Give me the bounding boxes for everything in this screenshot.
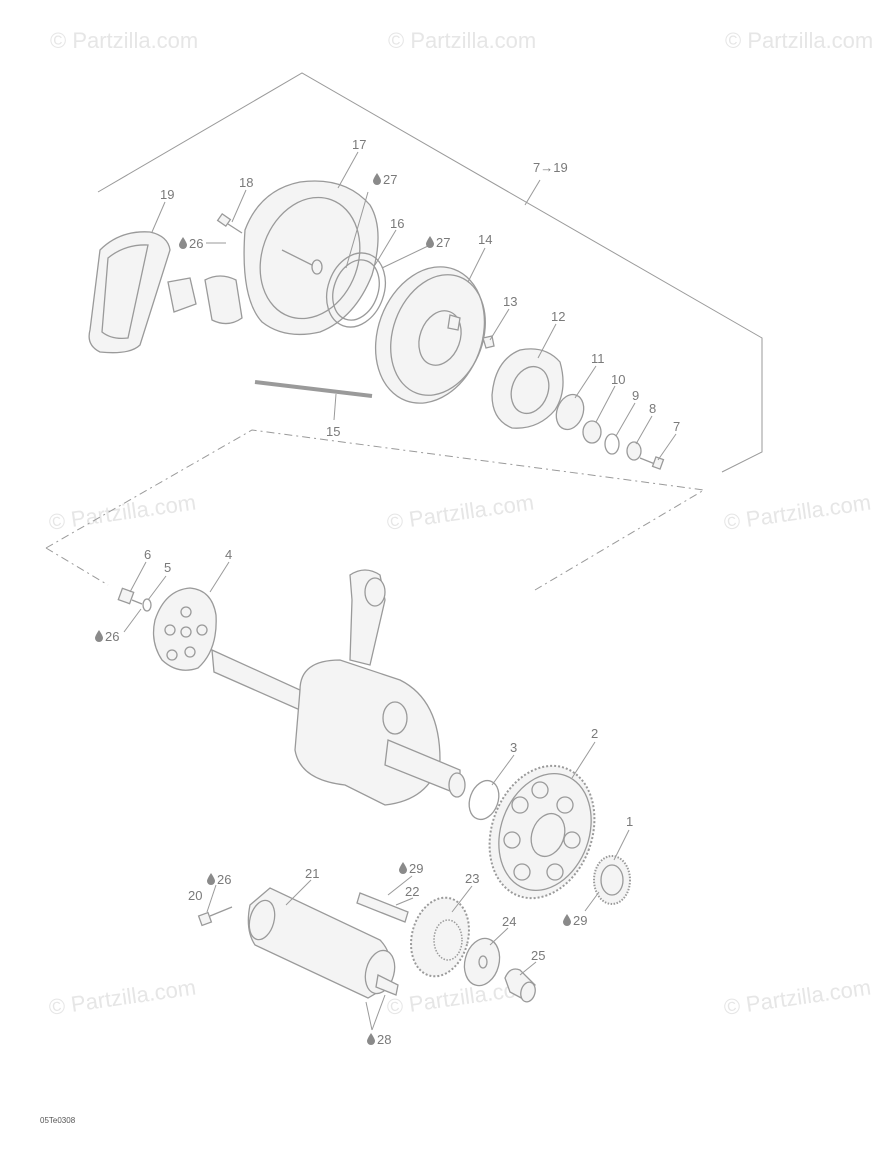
- svg-text:27: 27: [383, 172, 397, 187]
- section-divider: [45, 547, 109, 586]
- part-24-washer: [463, 937, 501, 987]
- callout-15: 15: [326, 424, 340, 439]
- part-21-starter-motor: [247, 887, 399, 999]
- callout-24: 24: [502, 914, 516, 929]
- part-11-plate: [555, 393, 585, 431]
- part-25-bushing: [504, 968, 536, 1003]
- watermark: © Partzilla.com: [47, 490, 197, 535]
- part-22-shaft: [356, 892, 409, 923]
- watermark: © Partzilla.com: [385, 490, 535, 535]
- watermark: © Partzilla.com: [722, 975, 872, 1020]
- lube-mark-27: 27: [426, 235, 450, 250]
- svg-text:26: 26: [189, 236, 203, 251]
- part-1-bearing: [593, 855, 631, 905]
- callout-20: 20: [188, 888, 202, 903]
- callout-21: 21: [305, 866, 319, 881]
- svg-text:26: 26: [217, 872, 231, 887]
- part-6-bolt: [117, 587, 143, 605]
- part-4-plate: [152, 587, 217, 671]
- lube-mark-26: 26: [95, 629, 119, 644]
- callout-10: 10: [611, 372, 625, 387]
- group-bracket: 7→19: [97, 72, 763, 473]
- callout-25: 25: [531, 948, 545, 963]
- callout-4: 4: [225, 547, 232, 562]
- callout-8: 8: [649, 401, 656, 416]
- callout-3: 3: [510, 740, 517, 755]
- oil-drop-icon: [426, 236, 434, 248]
- callout-18: 18: [239, 175, 253, 190]
- group-label: 7→19: [533, 160, 568, 175]
- part-23-gear: [410, 896, 470, 978]
- svg-text:29: 29: [409, 861, 423, 876]
- callout-6: 6: [144, 547, 151, 562]
- callout-2: 2: [591, 726, 598, 741]
- callout-1: 1: [626, 814, 633, 829]
- part-10-bushing: [582, 420, 602, 444]
- callout-22: 22: [405, 884, 419, 899]
- watermark: © Partzilla.com: [50, 28, 198, 53]
- callout-7: 7: [673, 419, 680, 434]
- oil-drop-icon: [95, 630, 103, 642]
- part-7-bolt: [639, 456, 665, 470]
- svg-text:26: 26: [105, 629, 119, 644]
- bracket-line: [97, 72, 763, 473]
- part-19-handle: [88, 231, 197, 354]
- lube-mark-26: 26: [207, 872, 231, 887]
- callout-17: 17: [352, 137, 366, 152]
- oil-drop-icon: [179, 237, 187, 249]
- oil-drop-icon: [399, 862, 407, 874]
- callout-12: 12: [551, 309, 565, 324]
- part-15-rope: [254, 380, 373, 398]
- part-3-o-ring: [468, 779, 500, 821]
- watermark: © Partzilla.com: [725, 28, 873, 53]
- lube-marks: 26 26 26 27 27 28 29 29: [95, 172, 587, 1047]
- callout-16: 16: [390, 216, 404, 231]
- callout-23: 23: [465, 871, 479, 886]
- part-5-washer: [142, 598, 152, 612]
- oil-drop-icon: [207, 873, 215, 885]
- part-17-starter-housing: [243, 180, 379, 336]
- crankshaft: [211, 569, 466, 806]
- callout-5: 5: [164, 560, 171, 575]
- callouts: 1 2 3 4 5 6 7 8 9 10 11 12 13 14 15 16 1…: [144, 137, 680, 963]
- lube-mark-27: 27: [373, 172, 397, 187]
- lube-mark-29: 29: [563, 913, 587, 928]
- oil-drop-icon: [367, 1033, 375, 1045]
- part-14-pulley: [374, 266, 486, 404]
- part-13-pawl: [482, 335, 495, 349]
- part-16-spring: [326, 252, 386, 328]
- watermark: © Partzilla.com: [388, 28, 536, 53]
- lube-mark-29: 29: [399, 861, 423, 876]
- part-20-bolt: [197, 906, 233, 927]
- callout-9: 9: [632, 388, 639, 403]
- lube-mark-28: 28: [367, 1032, 391, 1047]
- svg-text:28: 28: [377, 1032, 391, 1047]
- watermarks: © Partzilla.com © Partzilla.com © Partzi…: [47, 28, 873, 1020]
- part-12-drive-plate: [491, 348, 564, 429]
- callout-14: 14: [478, 232, 492, 247]
- watermark: © Partzilla.com: [47, 975, 197, 1020]
- part-2-gear: [488, 764, 596, 900]
- leader-lines: [123, 151, 677, 1031]
- part-9-spring: [604, 433, 620, 455]
- callout-11: 11: [591, 351, 605, 366]
- watermark: © Partzilla.com: [722, 490, 872, 535]
- part-18-bolt: [216, 212, 243, 234]
- svg-text:29: 29: [573, 913, 587, 928]
- rope-guide: [204, 275, 243, 325]
- callout-19: 19: [160, 187, 174, 202]
- svg-text:27: 27: [436, 235, 450, 250]
- diagram-code: 05Te0308: [40, 1116, 76, 1125]
- oil-drop-icon: [563, 914, 571, 926]
- leader-line: [524, 179, 541, 206]
- callout-13: 13: [503, 294, 517, 309]
- oil-drop-icon: [373, 173, 381, 185]
- part-8-washer: [626, 441, 642, 461]
- lube-mark-26: 26: [179, 236, 203, 251]
